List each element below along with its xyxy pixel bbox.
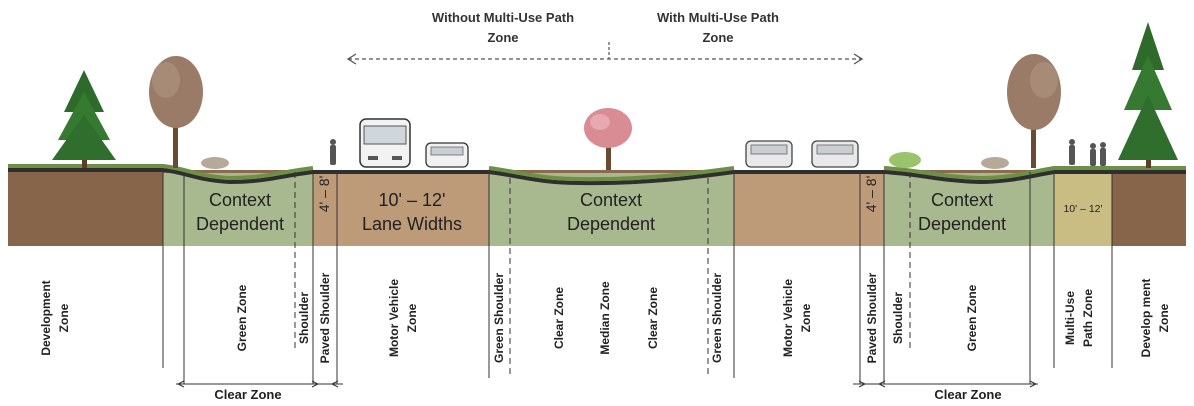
grass-strip <box>8 164 1186 182</box>
median-context-line2: Dependent <box>567 214 655 234</box>
label-median-zone: Median Zone <box>598 281 612 355</box>
flowering-tree-icon <box>584 108 632 170</box>
car-icon <box>745 140 793 168</box>
clear-zone-right-label: Clear Zone <box>934 387 1001 401</box>
left-context-line2: Dependent <box>196 214 284 234</box>
extent-arrow <box>346 42 864 65</box>
lane-band-right <box>734 170 860 246</box>
green-band-right <box>884 173 1054 246</box>
car-icon <box>811 140 859 168</box>
conifer-tree-icon <box>1118 22 1178 168</box>
lane-width-line1: 10' – 12' <box>379 190 446 210</box>
label-shoulder-right: Shoulder <box>891 292 905 344</box>
label-motor-right-1: Motor Vehicle <box>781 279 795 357</box>
zone-labels: Development Zone Green Zone Shoulder Pav… <box>39 272 1171 363</box>
label-green-zone-right: Green Zone <box>965 284 979 351</box>
right-context-line1: Context <box>931 190 993 210</box>
label-green-shoulder-right: Green Shoulder <box>710 273 724 363</box>
header-with-line1: With Multi-Use Path <box>657 10 779 25</box>
header-without-line2: Zone <box>487 30 518 45</box>
label-green-shoulder-left: Green Shoulder <box>492 273 506 363</box>
mup-band <box>1054 170 1112 246</box>
left-paved-width: 4' – 8' <box>316 176 332 212</box>
clear-zone-dimension-right: Clear Zone <box>853 380 1038 402</box>
label-clear-zone-1: Clear Zone <box>552 287 566 349</box>
deciduous-tree-icon <box>1007 54 1061 168</box>
ground-surface <box>8 168 1186 186</box>
header-with-line2: Zone <box>702 30 733 45</box>
dashed-boundaries <box>294 172 911 378</box>
label-green-zone-left: Green Zone <box>235 284 249 351</box>
right-paved-width: 4' – 8' <box>863 176 879 212</box>
paved-band-right <box>860 170 884 246</box>
label-motor-left-1: Motor Vehicle <box>387 279 401 357</box>
pedestrian-icon <box>330 139 336 165</box>
label-mup-1: Multi-Use <box>1063 291 1077 345</box>
label-development-right-2: Zone <box>1157 303 1171 332</box>
mup-width: 10' – 12' <box>1063 203 1102 215</box>
paved-band-left <box>313 170 337 246</box>
label-development-left-1: Development <box>39 280 53 355</box>
label-motor-right-2: Zone <box>799 303 813 332</box>
lane-width-line2: Lane Widths <box>362 214 462 234</box>
car-icon <box>425 142 469 168</box>
bus-icon <box>359 118 411 168</box>
conifer-tree-icon <box>52 70 116 168</box>
left-context-line1: Context <box>209 190 271 210</box>
shrub-icon <box>201 152 1009 169</box>
label-motor-left-2: Zone <box>405 303 419 332</box>
zone-boundaries <box>162 172 1113 384</box>
label-development-right-1: Develop ment <box>1139 279 1153 358</box>
lane-band-left <box>337 170 489 246</box>
green-band-left <box>163 173 313 246</box>
label-mup-2: Path Zone <box>1081 289 1095 347</box>
label-paved-shoulder-left: Paved Shoulder <box>318 272 332 363</box>
label-paved-shoulder-right: Paved Shoulder <box>865 272 879 363</box>
right-context-line2: Dependent <box>918 214 1006 234</box>
label-shoulder-left: Shoulder <box>297 292 311 344</box>
median-band <box>489 173 734 246</box>
deciduous-tree-icon <box>149 56 203 168</box>
label-clear-zone-2: Clear Zone <box>646 287 660 349</box>
development-band-right <box>1112 170 1186 246</box>
clear-zone-left-label: Clear Zone <box>214 387 281 401</box>
development-band-left <box>8 170 163 246</box>
label-development-left-2: Zone <box>57 303 71 332</box>
header-without-line1: Without Multi-Use Path <box>432 10 574 25</box>
pedestrian-icon <box>1069 139 1106 166</box>
median-context-line1: Context <box>580 190 642 210</box>
clear-zone-dimension-left: Clear Zone <box>176 380 343 402</box>
